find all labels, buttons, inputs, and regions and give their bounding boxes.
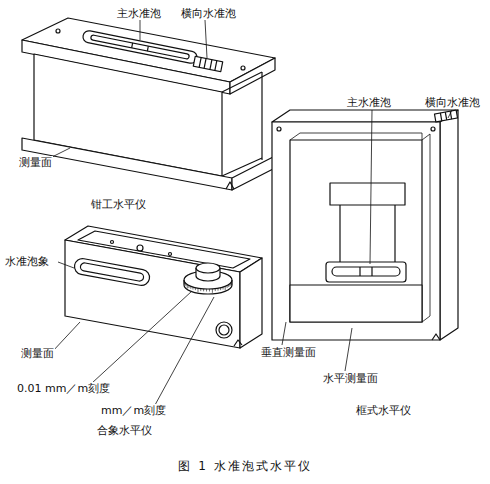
part-label: 测量面 [18,156,53,169]
coincidence-level [52,226,262,405]
part-label: 垂直测量面 [260,346,317,359]
part-label: 主水准泡 [116,7,162,20]
part-label: 测量面 [20,347,55,360]
part-label: 0.01 mm／m刻度 [16,382,111,395]
part-label: 水平测量面 [322,372,379,385]
part-label: 主水准泡 [346,96,392,109]
bench-level [22,18,275,190]
part-label: 水准泡象 [4,255,50,268]
part-label: 横向水准泡 [180,7,237,20]
part-label: 框式水平仪 [355,404,412,417]
frame-level [272,110,458,371]
part-label: 横向水准泡 [424,96,481,109]
figure-caption: 图 1 水准泡式水平仪 [177,460,312,473]
part-label: 合象水平仪 [96,424,153,437]
part-label: mm／m刻度 [100,404,167,417]
part-label: 钳工水平仪 [90,198,147,211]
